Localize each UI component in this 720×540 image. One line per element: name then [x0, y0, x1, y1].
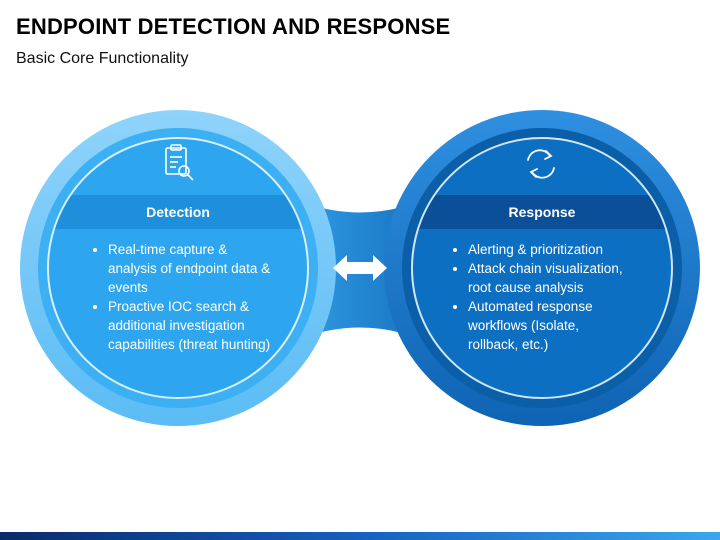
list-item: Real-time capture & analysis of endpoint… [108, 240, 272, 297]
bottom-accent-bar [0, 532, 720, 540]
right-header-band [413, 195, 671, 229]
detection-header: Detection [146, 204, 210, 220]
clipboard-search-icon [165, 144, 194, 181]
left-header-band [49, 195, 307, 229]
page-subtitle: Basic Core Functionality [16, 50, 189, 67]
list-item: Alerting & prioritization [468, 240, 632, 259]
list-item: Attack chain visualization, root cause a… [468, 259, 632, 297]
detection-list: Real-time capture & analysis of endpoint… [92, 240, 272, 354]
list-item: Proactive IOC search & additional invest… [108, 297, 272, 354]
response-header: Response [508, 204, 576, 220]
double-arrow-icon [333, 255, 387, 281]
refresh-cycle-icon [527, 149, 555, 179]
response-list: Alerting & prioritization Attack chain v… [452, 240, 632, 354]
list-item: Automated response workflows (Isolate, r… [468, 297, 632, 354]
page-title: ENDPOINT DETECTION AND RESPONSE [16, 14, 451, 39]
